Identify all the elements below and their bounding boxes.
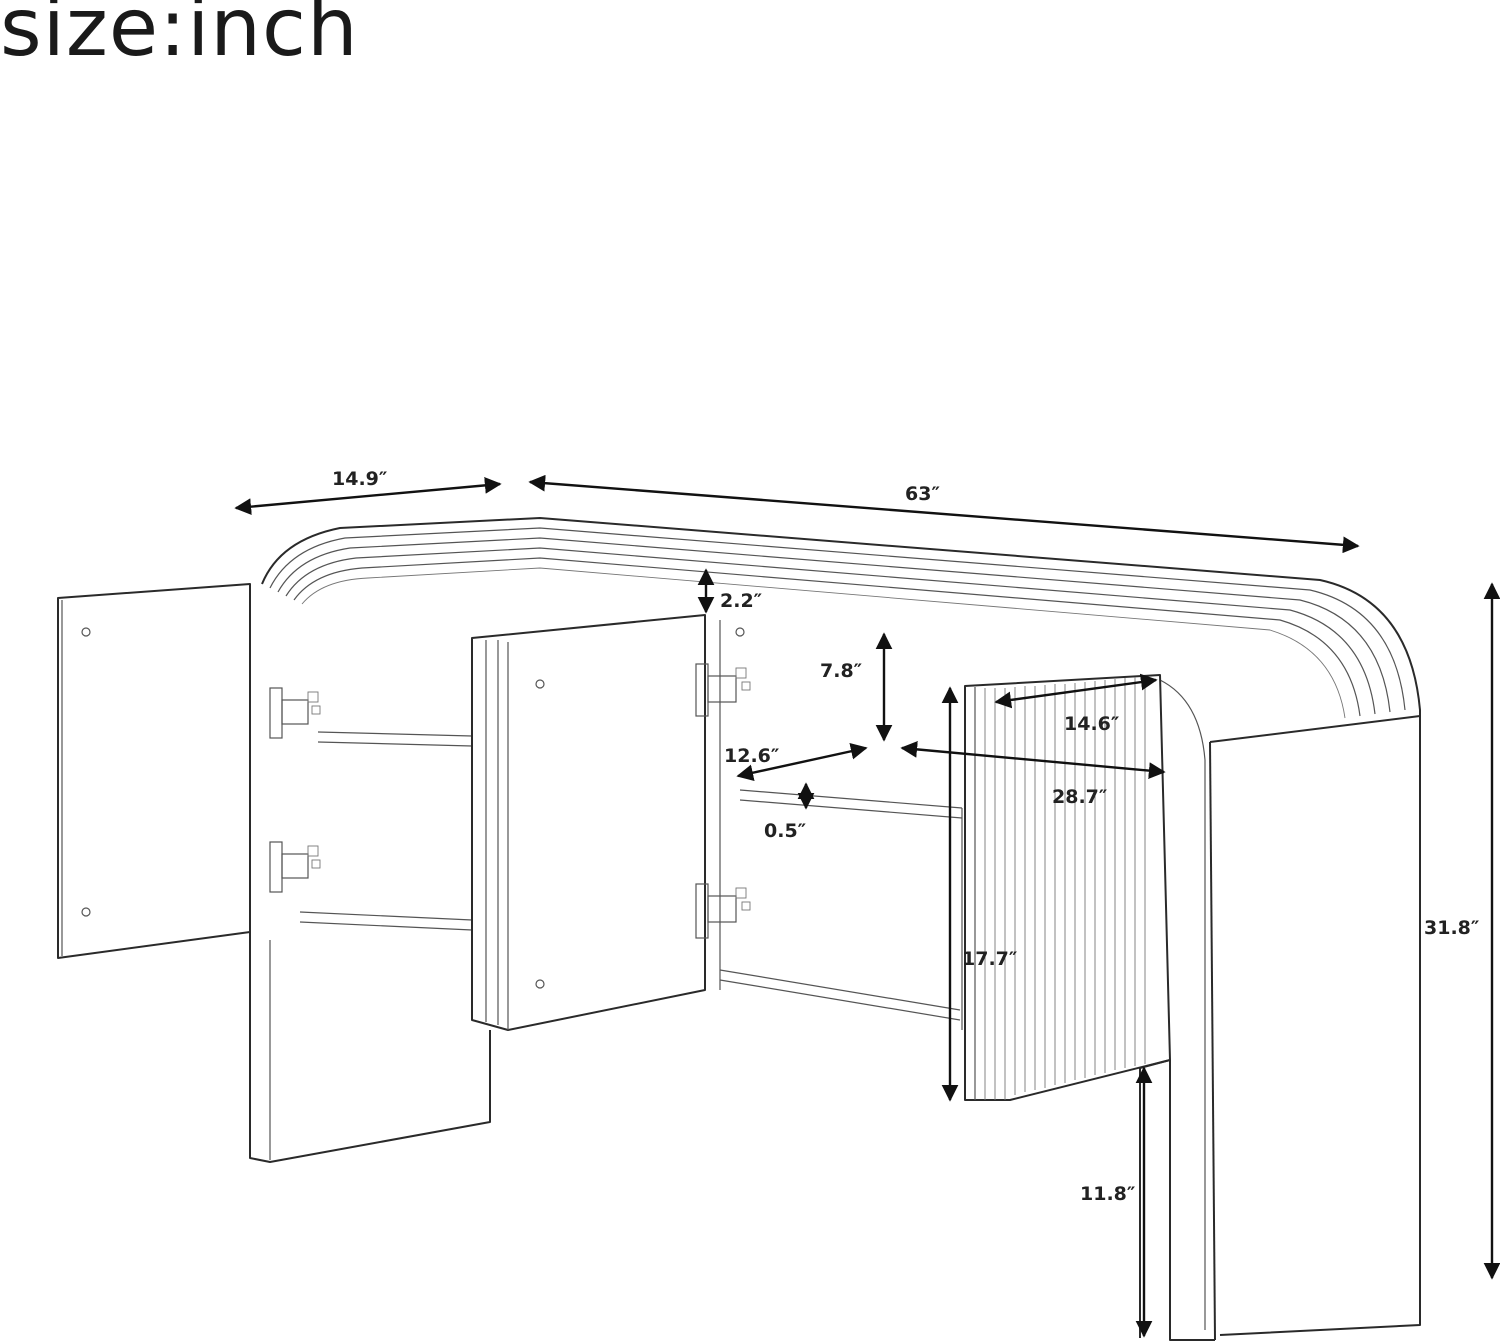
left-door (57, 583, 321, 959)
top-thickness-label: 2.2″ (720, 590, 763, 612)
hinge-icon (269, 841, 321, 893)
center-door (471, 614, 751, 1031)
shelf-depth-label: 12.6″ (724, 745, 780, 767)
door-width-label: 14.6″ (1064, 713, 1120, 735)
cabinet-body (249, 517, 1421, 1341)
compartment-width-label: 28.7″ (1052, 786, 1108, 808)
leg-clearance-label: 11.8″ (1080, 1183, 1136, 1205)
width-label: 63″ (905, 483, 940, 505)
hinge-icon (695, 663, 751, 717)
hinge-icon (269, 687, 321, 739)
cabinet-height-label: 17.7″ (962, 948, 1018, 970)
right-fluted-door (964, 674, 1171, 1101)
page-title: size:inch (0, 0, 359, 74)
hinge-icon (695, 883, 751, 939)
dimension-arrows (234, 474, 1500, 1338)
depth-label: 14.9″ (332, 468, 388, 490)
total-height-label: 31.8″ (1424, 917, 1480, 939)
shelf-clearance-label: 7.8″ (820, 660, 863, 682)
shelf-thickness-label: 0.5″ (764, 820, 807, 842)
